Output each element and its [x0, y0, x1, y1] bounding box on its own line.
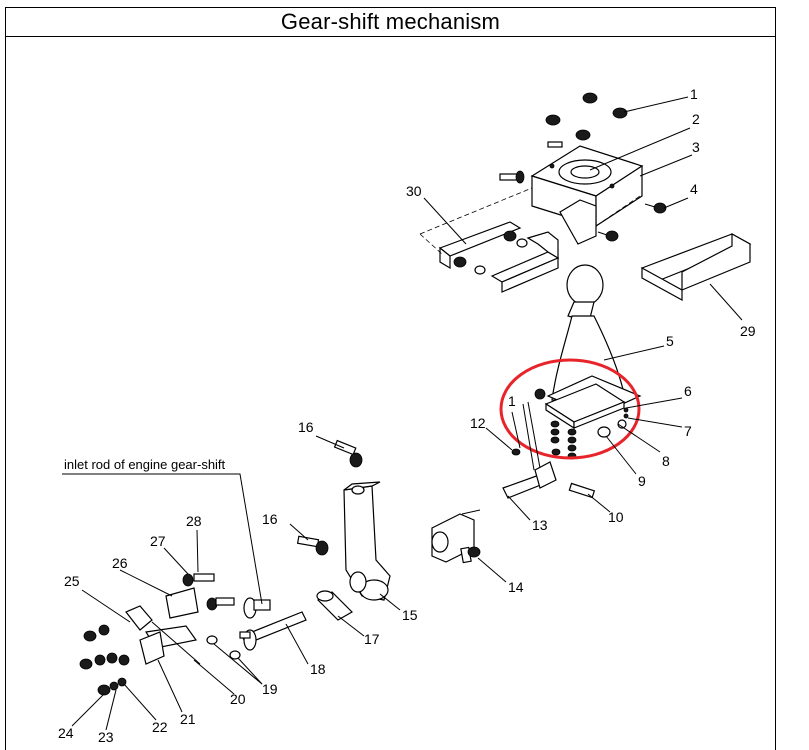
upper-nuts — [545, 92, 628, 141]
callout-19: 19 — [262, 681, 278, 697]
callout-14: 14 — [508, 579, 524, 595]
drawing-frame: Gear-shift mechanism — [5, 7, 776, 750]
callout-15: 15 — [402, 607, 418, 623]
bushing-17 — [316, 590, 353, 621]
callout-24: 24 — [58, 725, 74, 741]
callout-13: 13 — [532, 517, 548, 533]
callout-30: 30 — [406, 183, 422, 199]
page-title: Gear-shift mechanism — [280, 9, 501, 34]
bolts-16 — [296, 439, 363, 556]
callout-3: 3 — [692, 139, 700, 155]
callout-5: 5 — [666, 333, 674, 349]
nut-stack-left — [79, 624, 130, 696]
mounting-bracket-top — [530, 145, 644, 245]
callout-2: 2 — [692, 111, 700, 127]
callout-27: 27 — [150, 533, 166, 549]
bracket-bolts — [499, 141, 667, 242]
side-bracket-30 — [419, 187, 560, 293]
callout-4: 4 — [690, 181, 698, 197]
callout-26: 26 — [112, 555, 128, 571]
callout-21: 21 — [180, 711, 196, 727]
callout-1-top: 1 — [690, 86, 698, 102]
linkage-plates — [125, 587, 201, 665]
callout-29: 29 — [740, 323, 756, 339]
callout-16-bottom: 16 — [262, 511, 278, 527]
leader-lines — [62, 96, 743, 731]
callout-8: 8 — [662, 453, 670, 469]
cover-plate-29 — [640, 232, 752, 302]
rod-18 — [239, 611, 307, 651]
callout-18: 18 — [310, 661, 326, 677]
callout-16-top: 16 — [298, 419, 314, 435]
title-bar: Gear-shift mechanism — [6, 8, 775, 37]
callout-9: 9 — [638, 473, 646, 489]
callout-23: 23 — [98, 729, 114, 745]
bolts-27-28 — [182, 573, 271, 619]
callout-25: 25 — [64, 573, 80, 589]
highlight-circle — [499, 358, 641, 460]
callout-28: 28 — [186, 513, 202, 529]
shift-arm-15 — [343, 481, 391, 601]
callout-1-mid: 1 — [508, 393, 516, 409]
callout-22: 22 — [152, 719, 168, 735]
lever-base-plate — [534, 383, 629, 460]
callout-20: 20 — [230, 691, 246, 707]
washers-19 — [206, 635, 241, 660]
callout-7: 7 — [684, 423, 692, 439]
callout-17: 17 — [364, 631, 380, 647]
callout-6: 6 — [684, 383, 692, 399]
callout-10: 10 — [608, 509, 624, 525]
callout-labels: 1 2 3 4 30 29 5 6 7 8 9 1 12 16 16 13 10… — [58, 86, 756, 745]
callout-12: 12 — [470, 415, 486, 431]
inlet-rod-note: inlet rod of engine gear-shift — [64, 457, 226, 472]
